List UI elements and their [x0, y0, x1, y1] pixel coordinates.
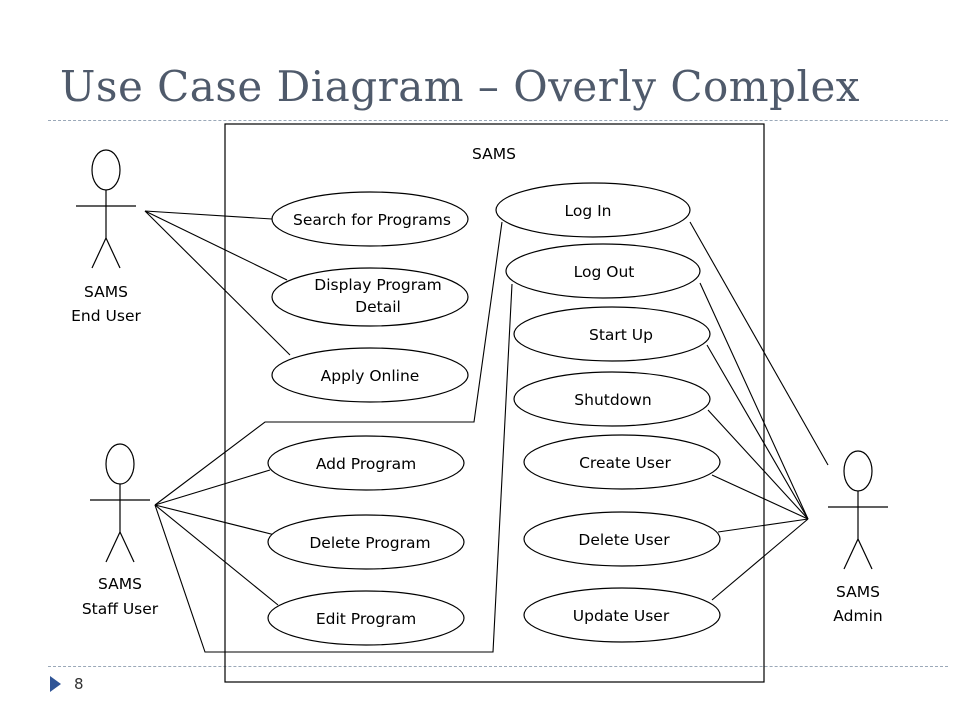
use-case-update-user: Update User — [523, 587, 721, 643]
association-end-user-search — [144, 210, 273, 220]
use-case-label: Start Up — [589, 326, 653, 344]
use-case-delete-user: Delete User — [523, 511, 721, 567]
use-case-shutdown: Shutdown — [513, 371, 711, 427]
use-case-label: Log In — [564, 202, 611, 220]
use-case-ellipse — [523, 434, 721, 490]
use-case-ellipse — [523, 511, 721, 567]
use-case-label: Shutdown — [574, 391, 651, 409]
use-case-apply: Apply Online — [271, 347, 469, 403]
association-end-user-apply — [144, 210, 291, 356]
use-case-login: Log In — [495, 182, 691, 238]
slide-title: Use Case Diagram – Overly Complex — [60, 62, 860, 111]
association-staff-user-add — [154, 469, 271, 506]
association-admin-delete-user — [717, 518, 809, 533]
footer-divider — [48, 666, 948, 667]
use-case-label: Detail — [355, 298, 401, 316]
use-case-logout: Log Out — [505, 243, 701, 299]
use-case-ellipse — [513, 371, 711, 427]
association-staff-user-logout — [154, 283, 513, 653]
use-case-ellipse — [505, 243, 701, 299]
system-boundary — [224, 123, 765, 683]
association-lines — [144, 210, 829, 653]
use-case-add: Add Program — [267, 435, 465, 491]
association-admin-login — [689, 221, 829, 466]
use-case-label: Create User — [579, 454, 671, 472]
actor-label: SAMS — [836, 583, 880, 601]
actor-right-leg — [119, 531, 135, 563]
use-case-ellipse — [523, 587, 721, 643]
footer-bullet-icon — [50, 676, 61, 692]
actor-head — [843, 450, 873, 492]
use-case-ellipse — [495, 182, 691, 238]
association-staff-user-delete-prog — [154, 504, 276, 536]
association-admin-logout — [699, 282, 809, 520]
use-case-label: Display Program — [314, 276, 441, 294]
use-case-label: Delete User — [578, 531, 670, 549]
use-case-ellipse — [271, 347, 469, 403]
use-case-label: Update User — [573, 607, 670, 625]
use-case-search: Search for Programs — [271, 191, 469, 247]
actor-right-leg — [857, 538, 873, 570]
actor-left-leg — [843, 538, 859, 570]
actor-admin: SAMS Admin — [828, 450, 888, 625]
actor-head — [105, 443, 135, 485]
actor-label: End User — [71, 307, 141, 325]
actor-right-leg — [105, 237, 121, 269]
page-number: 8 — [74, 675, 84, 693]
actor-end-user: SAMS End User — [71, 149, 141, 325]
association-admin-create-user — [711, 474, 809, 520]
title-divider — [48, 120, 948, 121]
use-case-label: Edit Program — [316, 610, 416, 628]
use-case-delete-prog: Delete Program — [267, 514, 465, 570]
association-end-user-display — [144, 210, 288, 281]
actor-staff-user: SAMS Staff User — [82, 443, 159, 618]
use-case-label: Delete Program — [309, 534, 430, 552]
actor-label: Admin — [833, 607, 882, 625]
use-case-ellipse — [271, 267, 469, 327]
association-staff-user-login — [154, 221, 503, 506]
use-case-ellipse — [267, 435, 465, 491]
use-case-label: Apply Online — [321, 367, 420, 385]
use-case-label: Search for Programs — [293, 211, 451, 229]
actor-left-leg — [91, 237, 107, 269]
actor-left-leg — [105, 531, 121, 563]
association-admin-startup — [706, 344, 809, 520]
association-admin-update-user — [711, 518, 809, 601]
actor-label: SAMS — [84, 283, 128, 301]
use-case-ellipse — [271, 191, 469, 247]
association-staff-user-edit — [154, 504, 279, 606]
use-case-ellipse — [513, 306, 711, 362]
use-case-edit: Edit Program — [267, 590, 465, 646]
use-case-label: Log Out — [574, 263, 635, 281]
actor-head — [91, 149, 121, 191]
use-case-ellipse — [267, 514, 465, 570]
use-case-create-user: Create User — [523, 434, 721, 490]
use-case-label: Add Program — [316, 455, 416, 473]
use-case-ellipse — [267, 590, 465, 646]
use-case-startup: Start Up — [513, 306, 711, 362]
actor-label: Staff User — [82, 600, 159, 618]
association-admin-shutdown — [707, 409, 809, 520]
actor-label: SAMS — [98, 575, 142, 593]
system-label: SAMS — [472, 145, 516, 163]
